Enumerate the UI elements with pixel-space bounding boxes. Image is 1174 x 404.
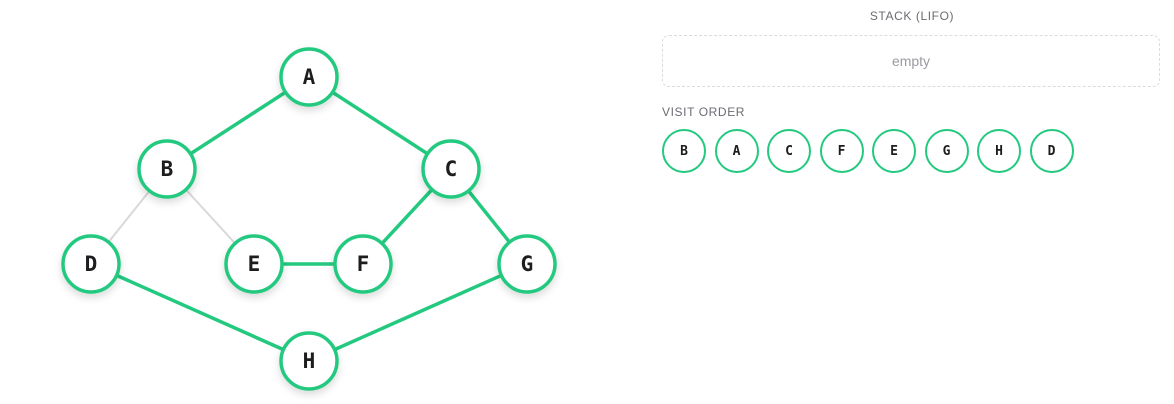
node-circle xyxy=(137,139,197,199)
node-c[interactable]: C xyxy=(421,139,481,199)
edge-d-h xyxy=(89,262,311,363)
node-b[interactable]: B xyxy=(137,139,197,199)
visit-order-item: E xyxy=(872,129,916,173)
node-circle xyxy=(224,234,284,294)
side-panel: STACK (LIFO) empty VISIT ORDER B A C F E… xyxy=(662,0,1162,404)
node-label: H xyxy=(303,349,316,373)
node-e[interactable]: E xyxy=(224,234,284,294)
node-circle xyxy=(279,47,339,107)
node-g[interactable]: G xyxy=(497,234,557,294)
node-label: E xyxy=(248,252,261,276)
edges-layer xyxy=(89,75,529,363)
node-circle xyxy=(279,331,339,391)
node-h[interactable]: H xyxy=(279,331,339,391)
node-label: B xyxy=(161,157,174,181)
visit-order-item: G xyxy=(924,129,969,173)
node-circle xyxy=(421,139,481,199)
node-circle xyxy=(61,234,121,294)
visit-order-item: C xyxy=(767,129,811,173)
node-circle xyxy=(497,234,557,294)
node-label: A xyxy=(303,65,316,89)
visit-order-item: A xyxy=(714,129,759,173)
edge-g-h xyxy=(307,262,529,363)
node-a[interactable]: A xyxy=(279,47,339,107)
node-f[interactable]: F xyxy=(333,234,393,294)
node-circle xyxy=(333,234,393,294)
visit-order-item: H xyxy=(977,129,1021,173)
visit-order-title: VISIT ORDER xyxy=(662,105,746,119)
graph-canvas: A B C D E F G H xyxy=(61,47,557,391)
node-label: D xyxy=(85,252,98,276)
visit-order-item: B xyxy=(662,129,706,173)
visit-order-list: B A C F E G H D xyxy=(662,129,1074,173)
visit-order-item: F xyxy=(819,129,864,173)
node-label: G xyxy=(521,252,534,276)
stack-box: empty xyxy=(662,35,1160,87)
node-label: F xyxy=(357,252,370,276)
node-label: C xyxy=(445,157,458,181)
nodes-layer: A B C D E F G H xyxy=(61,47,557,391)
stack-title: STACK (LIFO) xyxy=(869,9,955,23)
node-d[interactable]: D xyxy=(61,234,121,294)
visit-order-item: D xyxy=(1029,129,1074,173)
stack-empty-label: empty xyxy=(891,53,931,69)
